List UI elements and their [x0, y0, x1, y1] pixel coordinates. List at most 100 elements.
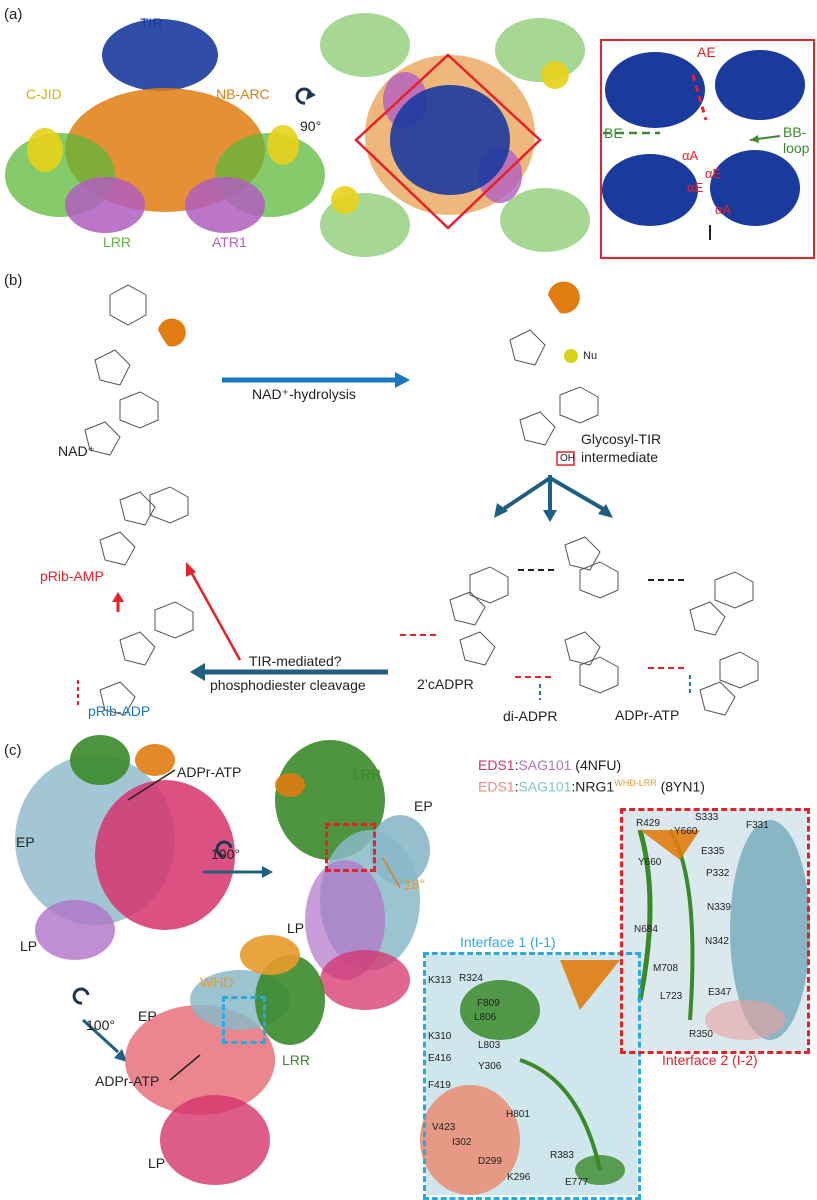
- lp-bottom-label: LP: [148, 1155, 166, 1171]
- nu-label: Nu: [583, 350, 598, 362]
- oh-boxed-label: OH: [560, 453, 575, 464]
- interface1-title: Interface 1 (I-1): [460, 934, 556, 950]
- structure-right: [275, 740, 430, 1010]
- structure-bottom: [125, 935, 325, 1185]
- alpha-e-label-2: αE: [687, 180, 704, 195]
- legend2-nrg1: :NRG1: [571, 778, 615, 795]
- legend2-superscript: WHD-LRR: [614, 778, 657, 788]
- i1-residue: K313: [428, 975, 452, 986]
- ep-right-label: EP: [414, 798, 433, 814]
- i2-residue: N339: [707, 902, 731, 913]
- legend1-pdb: (4NFU): [571, 757, 622, 773]
- i2-residue: R429: [636, 818, 660, 829]
- interface2-title: Interface 2 (I-2): [662, 1052, 758, 1068]
- legend2-eds1: EDS1: [478, 778, 515, 795]
- di-adpr-label: di-ADPR: [503, 708, 558, 724]
- i1-residue: E777: [565, 1177, 589, 1188]
- interface1-frame: [423, 952, 641, 1200]
- i2-residue: E335: [701, 846, 725, 857]
- lp-left-label: LP: [20, 938, 38, 954]
- side-view-structure: [5, 19, 325, 233]
- i1-residue: F419: [428, 1080, 451, 1091]
- cjid-label: C-JID: [26, 86, 62, 102]
- panel-c-label: (c): [4, 742, 22, 759]
- alpha-a-label-1: αA: [682, 148, 699, 163]
- i2-residue: R350: [689, 1029, 713, 1040]
- adpr-atp-label: ADPr-ATP: [615, 707, 680, 723]
- interface1-closeup: [420, 955, 637, 1195]
- rotation-label: 90°: [300, 118, 322, 134]
- tir-mediated-label: TIR-mediated?: [249, 653, 342, 669]
- i2-residue: L723: [660, 991, 683, 1002]
- i1-residue: L806: [474, 1012, 497, 1023]
- adpr-atp-bottom-label: ADPr-ATP: [95, 1073, 160, 1089]
- interface2-frame: [620, 808, 810, 1054]
- tir-label: TIR: [140, 15, 163, 31]
- i1-residue: K296: [507, 1172, 531, 1183]
- adpr-atp-top-label: ADPr-ATP: [177, 764, 242, 780]
- tir-zoom-structure: [602, 50, 805, 226]
- prib-adp-label: pRib-ADP: [88, 703, 151, 719]
- i2-residue: E347: [708, 987, 732, 998]
- lrr-bottom-label: LRR: [282, 1052, 311, 1068]
- lrr-top-label: LRR: [353, 766, 382, 782]
- panel-b-label: (b): [4, 272, 23, 289]
- lrr-label: LRR: [103, 234, 132, 250]
- legend1-sag101: SAG101: [518, 757, 572, 773]
- bb-loop-label: BB- loop: [783, 124, 810, 156]
- legend-line-2: EDS1:SAG101:NRG1WHD-LRR (8YN1): [478, 778, 705, 795]
- i2-residue: S333: [695, 812, 719, 823]
- legend-line-1: EDS1:SAG101 (4NFU): [478, 757, 621, 773]
- cadpr-label: 2’cADPR: [417, 676, 474, 692]
- i1-residue: I302: [452, 1137, 472, 1148]
- prib-amp-label: pRib-AMP: [40, 568, 104, 584]
- i1-residue: Y306: [478, 1061, 502, 1072]
- i1-region-box: [222, 996, 266, 1044]
- i1-residue: V423: [432, 1122, 456, 1133]
- i1-residue: R383: [550, 1150, 574, 1161]
- i1-residue: L803: [478, 1040, 501, 1051]
- be-label: BE: [604, 125, 623, 141]
- top-view-highlight-box: [354, 53, 542, 230]
- ep-bottom-label: EP: [138, 1008, 157, 1024]
- nad-label: NAD⁺: [58, 443, 95, 459]
- ep-left-label: EP: [16, 834, 35, 850]
- i2-residue: Y660: [638, 857, 662, 868]
- i2-residue: P332: [706, 868, 730, 879]
- chemical-structures: [84, 284, 759, 716]
- structure-left: [15, 735, 235, 960]
- hydrolysis-label: NAD⁺-hydrolysis: [252, 386, 356, 402]
- legend1-colon: :: [514, 757, 519, 773]
- alpha-e-label-1: αE: [705, 166, 722, 181]
- nbarc-label: NB-ARC: [216, 86, 270, 102]
- atr1-label: ATR1: [212, 234, 247, 250]
- i1-residue: D299: [478, 1156, 502, 1167]
- rotation-100-top: 100°: [211, 846, 240, 862]
- glycosyl-label: Glycosyl-TIR intermediate: [581, 431, 662, 465]
- phosphodiester-label: phosphodiester cleavage: [210, 677, 366, 693]
- i2-residue: N684: [634, 924, 658, 935]
- tir-enzyme-icon: [548, 281, 580, 314]
- angle-18-label: 18°: [404, 876, 426, 892]
- alpha-a-label-2: αA: [715, 202, 732, 217]
- i1-residue: H801: [506, 1109, 530, 1120]
- legend2-colon: :: [514, 778, 519, 795]
- rotation-100-bottom: 100°: [86, 1017, 115, 1033]
- lp-right-label: LP: [287, 920, 305, 936]
- legend2-pdb: (8YN1): [656, 778, 705, 795]
- i1-residue: R324: [459, 973, 483, 984]
- i2-region-box: [325, 823, 376, 872]
- panel-a-label: (a): [4, 6, 23, 23]
- i1-residue: F809: [477, 998, 500, 1009]
- interface2-closeup: [622, 810, 810, 1050]
- i1-residue: K310: [428, 1031, 452, 1042]
- legend2-sag101: SAG101: [518, 778, 572, 795]
- nucleophile-icon: [564, 349, 578, 363]
- legend1-eds1: EDS1: [478, 757, 515, 773]
- i2-residue: M708: [653, 963, 679, 974]
- ae-label: AE: [697, 44, 716, 60]
- i2-residue: F331: [746, 820, 769, 831]
- i2-residue: Y660: [674, 826, 698, 837]
- i1-residue: E416: [428, 1053, 452, 1064]
